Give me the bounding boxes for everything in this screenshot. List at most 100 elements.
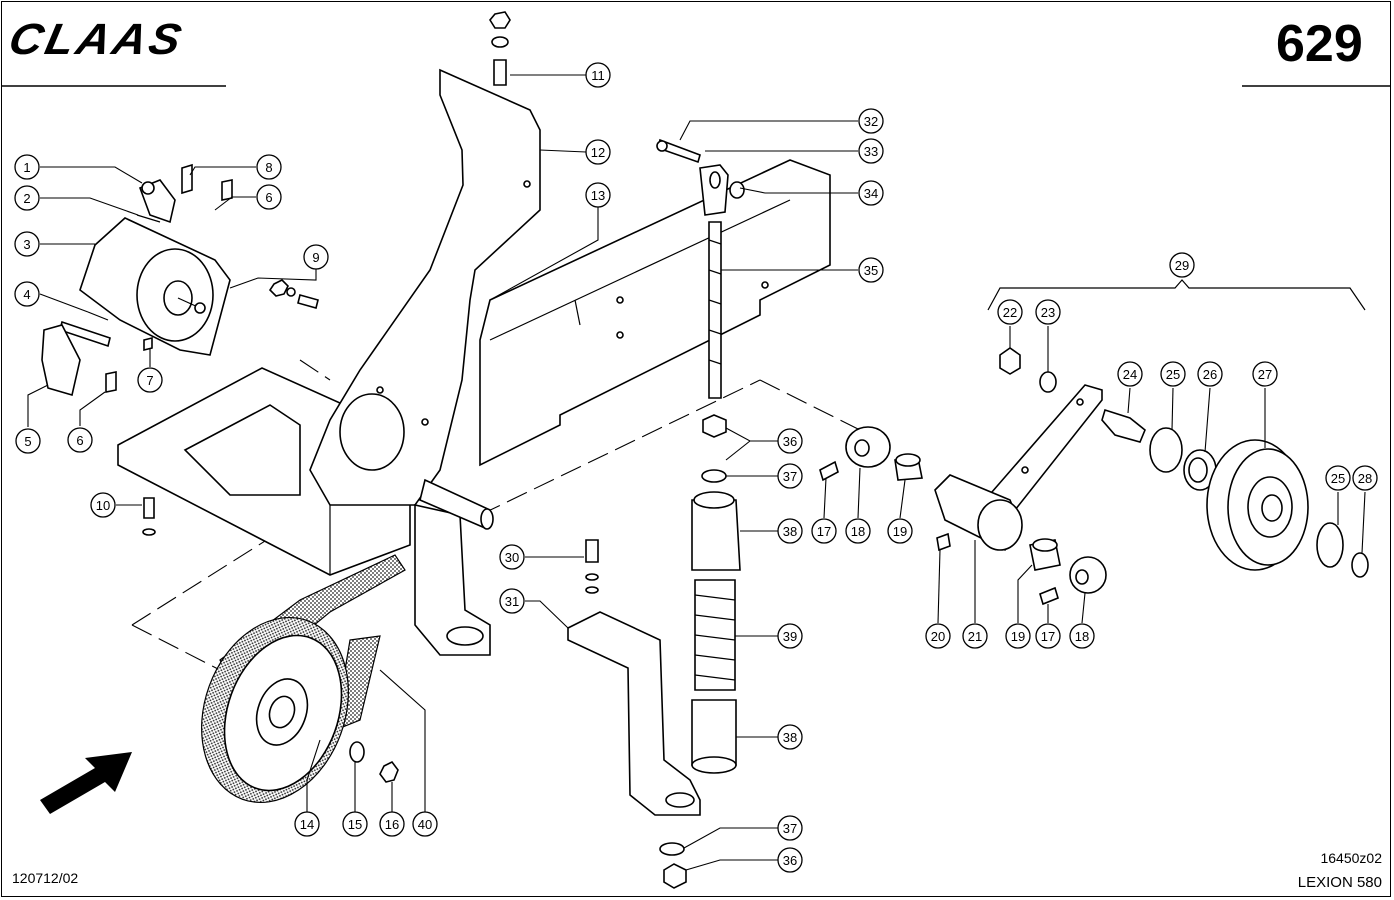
- callout-circle: [777, 518, 803, 544]
- screw-stack-11: [489, 11, 511, 86]
- callout-6: 6: [67, 427, 93, 453]
- callout-number: 15: [348, 817, 362, 832]
- stub-shaft: [419, 478, 494, 530]
- callout-circle: [1005, 623, 1031, 649]
- leader-lines: [27, 74, 1366, 871]
- callout-number: 29: [1175, 258, 1189, 273]
- callout-9: 9: [303, 244, 329, 270]
- callout-number: 18: [851, 524, 865, 539]
- callout-number: 33: [864, 144, 878, 159]
- callout-15: 15: [342, 811, 368, 837]
- channel-rail: [479, 159, 831, 467]
- callout-22: 22: [997, 299, 1023, 325]
- callout-circle: [15, 428, 41, 454]
- callout-number: 25: [1331, 471, 1345, 486]
- callout-21: 21: [962, 623, 988, 649]
- callout-number: 36: [783, 853, 797, 868]
- callout-27: 27: [1252, 361, 1278, 387]
- belt-pulley: [201, 554, 406, 804]
- callout-number: 31: [505, 594, 519, 609]
- callout-40: 40: [412, 811, 438, 837]
- callout-5: 5: [15, 428, 41, 454]
- callout-number: 36: [783, 434, 797, 449]
- callout-circle: [585, 182, 611, 208]
- callout-circle: [90, 492, 116, 518]
- callout-1: 1: [14, 154, 40, 180]
- callout-20: 20: [925, 623, 951, 649]
- lower-bracket: [414, 504, 491, 656]
- callout-31: 31: [499, 588, 525, 614]
- document-reference: 120712/02: [12, 870, 79, 886]
- callout-23: 23: [1035, 299, 1061, 325]
- callout-2: 2: [14, 185, 40, 211]
- callout-circle: [256, 184, 282, 210]
- callout-number: 23: [1041, 305, 1055, 320]
- callout-circle: [342, 811, 368, 837]
- callout-number: 35: [864, 263, 878, 278]
- callout-number: 19: [893, 524, 907, 539]
- callout-circle: [1160, 361, 1186, 387]
- callout-circle: [962, 623, 988, 649]
- callout-number: 39: [783, 629, 797, 644]
- callout-circle: [887, 518, 913, 544]
- callout-32: 32: [858, 108, 884, 134]
- callout-11: 11: [585, 62, 611, 88]
- callout-number: 11: [591, 68, 605, 83]
- machine-model: LEXION 580: [1297, 874, 1382, 891]
- callout-circle: [1352, 465, 1378, 491]
- callout-number: 2: [23, 191, 30, 206]
- callout-circle: [811, 518, 837, 544]
- callout-circle: [997, 299, 1023, 325]
- callout-25: 25: [1160, 361, 1186, 387]
- callout-number: 19: [1011, 629, 1025, 644]
- callout-18: 18: [845, 518, 871, 544]
- callout-8: 8: [256, 154, 282, 180]
- motor-small-parts: [105, 163, 319, 393]
- callout-circle: [14, 281, 40, 307]
- callout-circle: [499, 544, 525, 570]
- callout-24: 24: [1117, 361, 1143, 387]
- callout-number: 24: [1123, 367, 1137, 382]
- callout-circle: [1169, 252, 1195, 278]
- callout-36: 36: [777, 428, 803, 454]
- lower-arm-bracket: [567, 539, 701, 816]
- callout-number: 7: [146, 373, 153, 388]
- callout-circle: [858, 138, 884, 164]
- callout-4: 4: [14, 281, 40, 307]
- callout-number: 38: [783, 524, 797, 539]
- tensioner-arm: [934, 384, 1103, 552]
- callout-36: 36: [777, 847, 803, 873]
- callout-circle: [14, 231, 40, 257]
- callout-number: 32: [864, 114, 878, 129]
- callout-33: 33: [858, 138, 884, 164]
- callout-34: 34: [858, 180, 884, 206]
- callout-37: 37: [777, 463, 803, 489]
- callout-circle: [379, 811, 405, 837]
- callout-number: 5: [24, 434, 31, 449]
- callout-circle: [585, 139, 611, 165]
- callout-number: 30: [505, 550, 519, 565]
- callout-circle: [1197, 361, 1223, 387]
- callout-circle: [67, 427, 93, 453]
- callout-13: 13: [585, 182, 611, 208]
- callout-circle: [1069, 623, 1095, 649]
- callout-10: 10: [90, 492, 116, 518]
- callout-circle: [499, 588, 525, 614]
- callout-number: 13: [591, 188, 605, 203]
- callout-14: 14: [294, 811, 320, 837]
- callout-circle: [303, 244, 329, 270]
- callout-25: 25: [1325, 465, 1351, 491]
- callout-12: 12: [585, 139, 611, 165]
- callout-circle: [777, 463, 803, 489]
- callout-17: 17: [811, 518, 837, 544]
- callout-circle: [858, 257, 884, 283]
- callout-circle: [777, 623, 803, 649]
- callout-circle: [1325, 465, 1351, 491]
- callout-37: 37: [777, 815, 803, 841]
- callout-26: 26: [1197, 361, 1223, 387]
- callout-number: 37: [783, 469, 797, 484]
- callout-circle: [14, 185, 40, 211]
